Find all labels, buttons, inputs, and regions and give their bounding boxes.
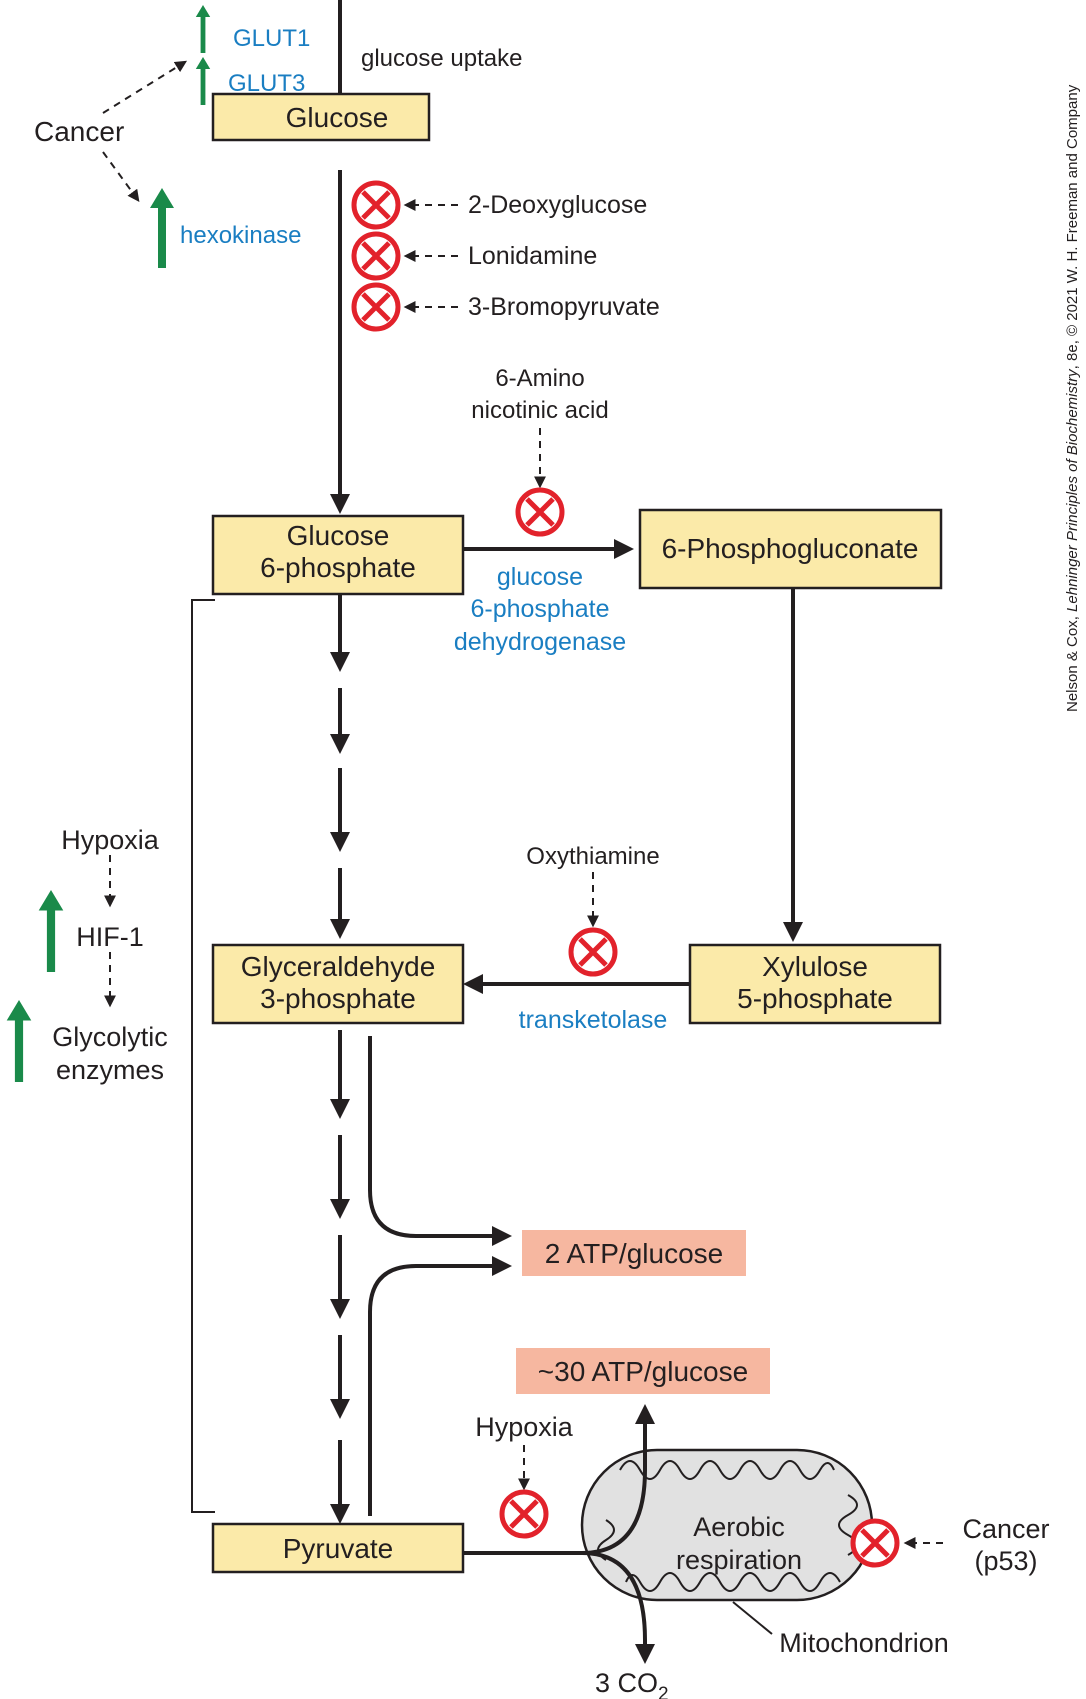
credit-line: Nelson & Cox, Lehninger Principles of Bi… <box>1064 84 1081 712</box>
svg-text:Glucose: Glucose <box>287 520 390 551</box>
node-xylulose-5-phosphate: Xylulose 5-phosphate <box>688 943 942 1025</box>
aerobic-label-line1: Aerobic <box>693 1512 785 1542</box>
inhibitor-dashes <box>403 199 458 313</box>
transketolase-label: transketolase <box>519 1006 668 1034</box>
inhibit-icon <box>518 490 562 534</box>
glycolysis-bracket <box>191 599 215 1513</box>
amino-label-line2: nicotinic acid <box>471 397 608 424</box>
node-glyceraldehyde-3-phosphate: Glyceraldehyde 3-phosphate <box>211 943 465 1025</box>
cancer-label: Cancer <box>34 116 124 147</box>
svg-text:6-phosphate: 6-phosphate <box>260 552 416 583</box>
svg-text:Glucose: Glucose <box>286 102 389 133</box>
inhibitor-lonidamine: Lonidamine <box>468 242 597 270</box>
node-glucose: Glucose <box>211 92 431 142</box>
node-2-atp: 2 ATP/glucose <box>522 1230 746 1276</box>
svg-text:Xylulose: Xylulose <box>762 951 868 982</box>
aerobic-label-line2: respiration <box>676 1545 802 1575</box>
inhibit-icon <box>354 234 398 278</box>
mitochondrion-leader <box>732 1601 773 1635</box>
glucose-uptake-label: glucose uptake <box>361 45 522 72</box>
hexokinase-label: hexokinase <box>180 222 301 249</box>
svg-text:2 ATP/glucose: 2 ATP/glucose <box>545 1238 723 1269</box>
cancer-p53-line2: (p53) <box>974 1546 1037 1576</box>
svg-text:5-phosphate: 5-phosphate <box>737 983 893 1014</box>
glycolytic-label-line1: Glycolytic <box>52 1022 168 1052</box>
up-arrow-icon <box>6 1000 32 1082</box>
svg-text:~30 ATP/glucose: ~30 ATP/glucose <box>538 1356 748 1387</box>
atp-curve-upper <box>368 1036 512 1246</box>
atp-curve-lower <box>368 1256 512 1516</box>
hypoxia-left-label: Hypoxia <box>61 825 160 855</box>
cancer-p53-line1: Cancer <box>962 1514 1049 1544</box>
glut1-label: GLUT1 <box>233 25 310 52</box>
svg-text:Pyruvate: Pyruvate <box>283 1533 394 1564</box>
amino-label-line1: 6-Amino <box>495 365 584 392</box>
inhibit-icon <box>354 183 398 227</box>
hif1-label: HIF-1 <box>76 922 144 952</box>
inhibit-icon <box>853 1521 897 1565</box>
inhibitor-2-deoxyglucose: 2-Deoxyglucose <box>468 191 647 219</box>
g6pd-label-line1: glucose <box>497 563 583 591</box>
cancer-arrows <box>102 60 188 202</box>
up-arrow-icon <box>195 57 211 105</box>
glycolytic-label-line2: enzymes <box>56 1055 164 1085</box>
inhibit-icon <box>354 285 398 329</box>
glut3-label: GLUT3 <box>228 70 305 97</box>
inhibit-icon <box>502 1492 546 1536</box>
node-30-atp: ~30 ATP/glucose <box>516 1348 770 1394</box>
co2-label: 3 CO2 <box>595 1668 669 1699</box>
node-glucose-6-phosphate: Glucose 6-phosphate <box>211 514 465 596</box>
up-arrow-icon <box>150 188 174 268</box>
svg-text:6-Phosphogluconate: 6-Phosphogluconate <box>662 533 919 564</box>
co2-arrow <box>581 1551 655 1664</box>
svg-text:3-phosphate: 3-phosphate <box>260 983 416 1014</box>
svg-text:Glyceraldehyde: Glyceraldehyde <box>241 951 436 982</box>
g6pd-label-line2: 6-phosphate <box>470 595 609 623</box>
oxythiamine-label: Oxythiamine <box>526 843 659 870</box>
up-arrow-icon <box>195 5 211 53</box>
inhibit-icon <box>571 930 615 974</box>
node-6-phosphogluconate: 6-Phosphogluconate <box>638 508 943 590</box>
g6pd-label-line3: dehydrogenase <box>454 628 626 656</box>
node-pyruvate: Pyruvate <box>211 1522 465 1574</box>
up-arrow-icon <box>38 890 64 972</box>
hypoxia-bottom-label: Hypoxia <box>475 1412 574 1442</box>
inhibitor-3-bromopyruvate: 3-Bromopyruvate <box>468 293 660 321</box>
mitochondrion-label: Mitochondrion <box>779 1628 949 1658</box>
